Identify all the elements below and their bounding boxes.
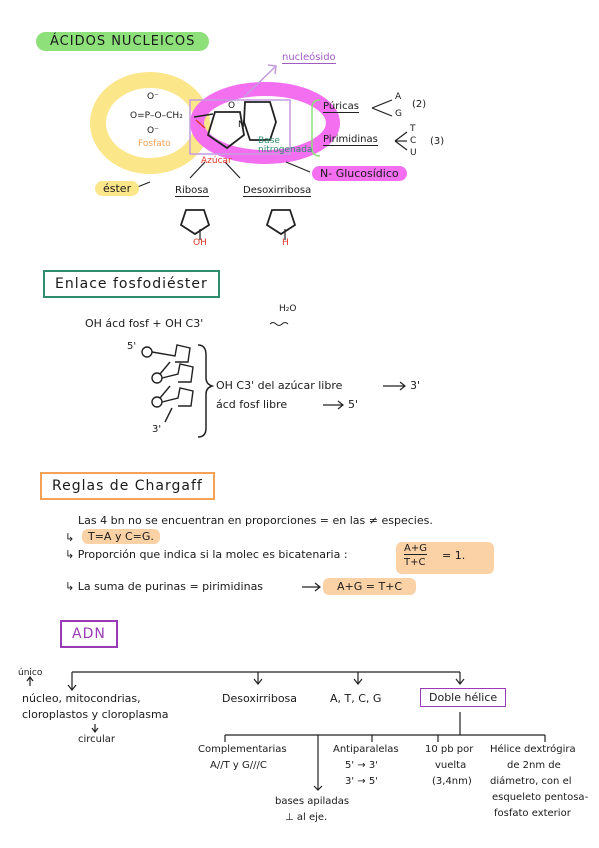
- adn-complementarias: Complementarias: [198, 744, 287, 755]
- chain-three-prime: 3': [152, 424, 162, 435]
- purine-g: G: [395, 109, 402, 119]
- adn-location-1: núcleo, mitocondrias,: [22, 692, 141, 705]
- pyrimidine-t: T: [410, 124, 416, 134]
- chargaff-line-2: T=A y C=G.: [82, 529, 160, 544]
- chargaff-arrow-2: ↳: [65, 531, 75, 544]
- adn-location-2: cloroplastos y cloroplasma: [22, 708, 169, 721]
- sugar-pentagon: [206, 111, 245, 150]
- adn-antiparalelas: Antiparalelas: [333, 744, 399, 755]
- pyrimidine-c: C: [410, 136, 417, 146]
- adn-anti-3-5: 3' → 5': [345, 776, 378, 787]
- desc-acd-fosf-end: 5': [348, 398, 359, 411]
- purine-count: (2): [412, 99, 427, 110]
- adn-tree: [26, 671, 546, 791]
- label-base-nitrogenada: Base nitrogenada: [258, 136, 313, 155]
- pyrimidine-u: U: [410, 148, 417, 158]
- chain-five-prime: 5': [127, 341, 137, 352]
- desc-oh-c3: OH C3' del azúcar libre: [216, 379, 343, 392]
- adn-bases-apiladas-eje: ⊥ al eje.: [285, 812, 328, 823]
- section-title-adn: ADN: [60, 620, 118, 648]
- adn-doble-helice: Doble hélice: [420, 688, 507, 707]
- label-n-glucosidico: N- Glucosídico: [312, 166, 407, 181]
- ring-oxygen: O: [228, 101, 236, 111]
- adn-helice-1: Hélice dextrógira: [490, 744, 576, 755]
- label-pirimidinas: Pirimidinas: [323, 134, 378, 146]
- label-unico: único: [18, 668, 43, 678]
- phosphate-o-top: O⁻: [147, 92, 159, 102]
- chargaff-line-3: ↳ Proporción que indica si la molec es b…: [65, 548, 348, 561]
- section-title-enlace-fosfodiester: Enlace fosfodiéster: [43, 270, 220, 298]
- phosphodiester-chain: [141, 344, 194, 423]
- adn-helice-2: de 2nm de: [507, 760, 561, 771]
- chargaff-line-1: Las 4 bn no se encuentran en proporcione…: [78, 514, 433, 527]
- adn-bases: A, T, C, G: [330, 692, 382, 705]
- base-ring: [243, 101, 277, 141]
- section-title-acidos-nucleicos: ÁCIDOS NUCLEICOS: [36, 32, 210, 51]
- desc-acd-fosf: ácd fosf libre: [216, 398, 288, 411]
- label-nucleosido: nucleósido: [282, 52, 336, 64]
- ring-nitrogen: N: [238, 120, 245, 130]
- ribose-ring: [179, 209, 211, 236]
- water-label: H₂O: [279, 304, 297, 314]
- adn-pb-nm: (3,4nm): [432, 776, 472, 787]
- deoxyribose-ring: [265, 209, 297, 236]
- ratio-denominator: T+C: [404, 557, 426, 568]
- adn-helice-4: esqueleto pentosa-: [492, 792, 589, 803]
- adn-circular: circular: [78, 734, 116, 745]
- label-fosfato: Fosfato: [138, 139, 171, 149]
- label-ester: éster: [95, 181, 140, 196]
- phosphate-o-bottom: O⁻: [147, 126, 159, 136]
- desc-oh-c3-end: 3': [410, 379, 421, 392]
- adn-bases-apiladas: bases apiladas: [275, 796, 350, 807]
- chargaff-line-4: ↳ La suma de purinas = pirimidinas: [65, 580, 264, 593]
- chargaff-line-4-highlight: A+G = T+C: [323, 578, 417, 595]
- adn-pb-vuelta: vuelta: [435, 760, 467, 771]
- base-highlight: [190, 82, 340, 164]
- nucleoside-box: [189, 99, 291, 155]
- ribose-oh: OH: [193, 238, 207, 248]
- label-puricas: Púricas: [323, 101, 359, 113]
- purine-a: A: [395, 92, 402, 102]
- label-desoxirribosa: Desoxirribosa: [243, 185, 312, 197]
- section-title-chargaff: Reglas de Chargaff: [40, 472, 215, 500]
- adn-complementarias-pairs: A//T y G///C: [210, 760, 267, 771]
- ratio-numerator: A+G: [404, 543, 427, 555]
- chargaff-ratio: A+G T+C = 1.: [396, 542, 494, 574]
- label-azucar: Azúcar: [201, 156, 232, 166]
- fosfodiester-reaction: OH ácd fosf + OH C3': [85, 317, 204, 330]
- pyrimidine-count: (3): [430, 136, 445, 147]
- adn-helice-5: fosfato exterior: [494, 808, 571, 819]
- deoxyribose-h: H: [282, 238, 289, 248]
- adn-pb: 10 pb por: [425, 744, 474, 755]
- label-ribosa: Ribosa: [175, 185, 209, 197]
- adn-desoxirribosa: Desoxirribosa: [222, 692, 298, 705]
- adn-anti-5-3: 5' → 3': [345, 760, 378, 771]
- ratio-equals: = 1.: [442, 549, 466, 562]
- phosphate-formula: O=P–O–CH₂: [130, 111, 183, 121]
- adn-helice-3: diámetro, con el: [490, 776, 572, 787]
